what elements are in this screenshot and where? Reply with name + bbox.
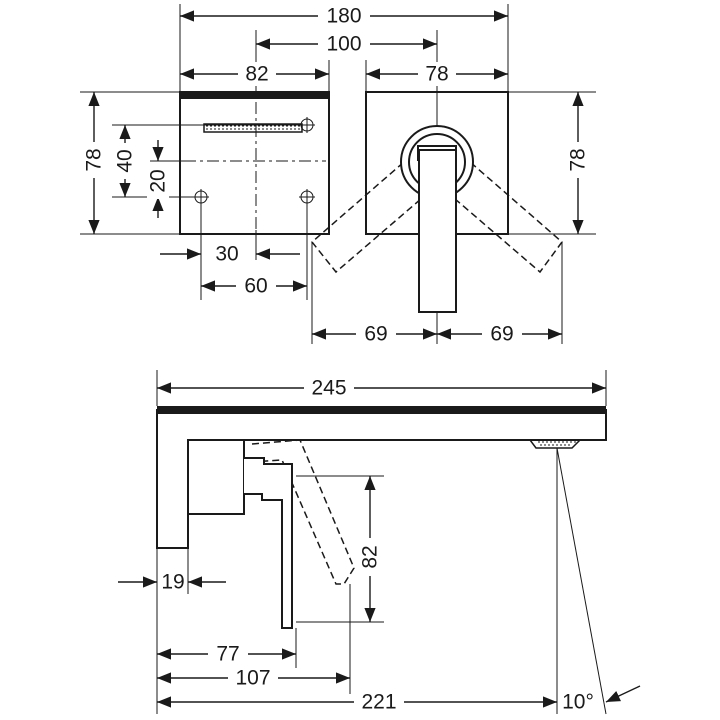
dim-lever-swing-distance: 107 bbox=[235, 667, 270, 690]
left-wall-plate bbox=[179, 91, 330, 235]
dim-lever-swing-left: 69 bbox=[364, 323, 387, 346]
dim-overall-length: 245 bbox=[311, 377, 346, 400]
dim-wall-plate-depth: 19 bbox=[161, 571, 184, 594]
mounting-hole-top-right bbox=[299, 117, 315, 133]
dim-plate-width-left: 82 bbox=[245, 63, 268, 86]
dim-hole-offset-horizontal: 30 bbox=[215, 243, 238, 266]
dim-plate-width-right: 78 bbox=[425, 63, 448, 86]
dim-handle-offset: 100 bbox=[326, 33, 361, 56]
dim-lever-height: 82 bbox=[359, 545, 382, 568]
dim-hole-offset-vertical: 20 bbox=[147, 169, 170, 192]
dim-lever-distance: 77 bbox=[216, 643, 239, 666]
dim-plate-height-right: 78 bbox=[567, 148, 590, 171]
dim-lever-swing-right: 69 bbox=[490, 323, 513, 346]
extension-lines bbox=[80, 4, 607, 715]
dim-hole-spacing-vertical: 40 bbox=[114, 149, 137, 172]
mounting-hole-bottom-right bbox=[299, 189, 315, 205]
dimension-labels: 180 100 82 78 78 40 20 78 30 60 69 69 24… bbox=[83, 4, 594, 714]
side-view-spout bbox=[156, 406, 607, 629]
dim-spout-angle: 10° bbox=[562, 691, 594, 714]
dim-overall-width: 180 bbox=[326, 5, 361, 28]
dim-spout-projection: 221 bbox=[361, 691, 396, 714]
dim-plate-height-left: 78 bbox=[83, 148, 106, 171]
dim-hole-spacing-horizontal: 60 bbox=[244, 275, 267, 298]
